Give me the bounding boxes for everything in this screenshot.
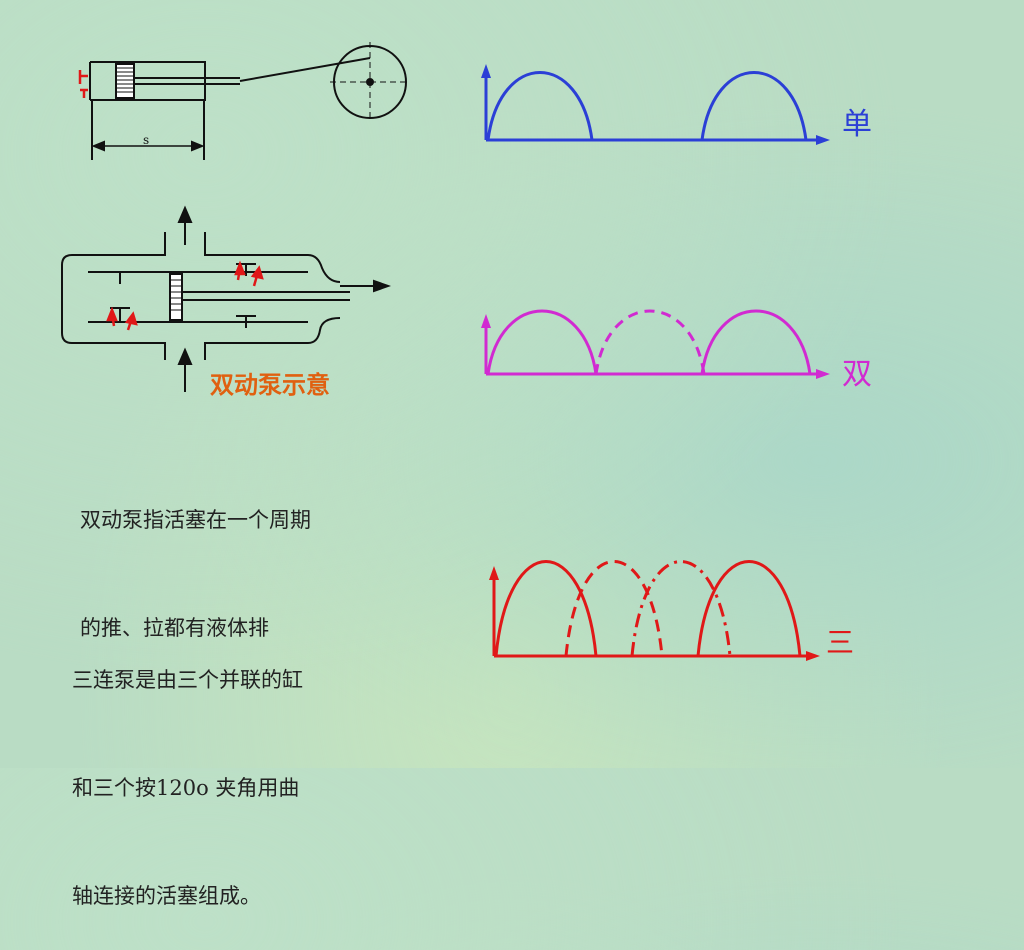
double-pump-schematic [61, 205, 391, 392]
inlet-arrowhead [177, 347, 193, 365]
flow-curve [700, 71, 808, 141]
desc-line: 和三个按120o 夹角用曲 [72, 776, 300, 800]
pump-housing-top [61, 232, 166, 360]
double-pump-description: 双动泵指活塞在一个周期 的推、拉都有液体排 [80, 430, 311, 682]
double-waveform [481, 309, 830, 379]
flow-curve [494, 560, 598, 657]
cylinder-body [90, 61, 206, 101]
diagram-canvas: s 双动泵示意 [61, 42, 872, 661]
flow-curve [486, 71, 594, 141]
flow-curve-dashed [564, 560, 664, 657]
piston-hatch [170, 279, 182, 311]
triple-label: 三 [826, 626, 854, 659]
y-axis-arrow [481, 64, 491, 78]
dim-arrow [91, 140, 105, 152]
piston-hatch [116, 67, 134, 93]
triple-waveform [489, 560, 820, 661]
single-pump-valves [78, 70, 88, 98]
flow-curve [700, 309, 812, 375]
single-pump-schematic [89, 42, 410, 160]
valve [110, 271, 130, 284]
flow-curve-dashed [594, 309, 706, 375]
flow-curve [696, 560, 802, 657]
dim-arrow [191, 140, 205, 152]
piston [115, 63, 135, 99]
pump-housing-right [204, 232, 341, 283]
desc-line: 三连泵是由三个并联的缸 [72, 668, 303, 692]
triple-pump-description: 三连泵是由三个并联的缸 和三个按120o 夹角用曲 轴连接的活塞组成。 [72, 590, 303, 950]
outlet-arrowhead [177, 205, 193, 223]
flow-curve [486, 309, 598, 375]
single-label: 单 [842, 107, 872, 142]
crank-pin [366, 78, 374, 86]
discharge-arrowhead [373, 279, 391, 293]
x-axis-arrow [816, 135, 830, 145]
desc-line: 轴连接的活塞组成。 [72, 884, 261, 908]
y-axis-arrow [481, 314, 491, 328]
flow-curve-dashdot [630, 560, 732, 657]
piston [169, 273, 183, 321]
valve [110, 307, 130, 322]
x-axis-arrow [816, 369, 830, 379]
pump-housing-right-lower [204, 317, 341, 360]
double-label: 双 [842, 357, 872, 392]
connecting-rod [239, 57, 371, 82]
x-axis-arrow [806, 651, 820, 661]
y-axis-arrow [489, 566, 499, 580]
valve [236, 315, 256, 328]
desc-line: 的推、拉都有液体排 [80, 616, 269, 640]
single-waveform [481, 64, 830, 145]
flow-arrows [106, 260, 264, 331]
stroke-label: s [143, 133, 149, 147]
double-pump-caption: 双动泵示意 [210, 371, 330, 399]
desc-line: 双动泵指活塞在一个周期 [80, 508, 311, 532]
